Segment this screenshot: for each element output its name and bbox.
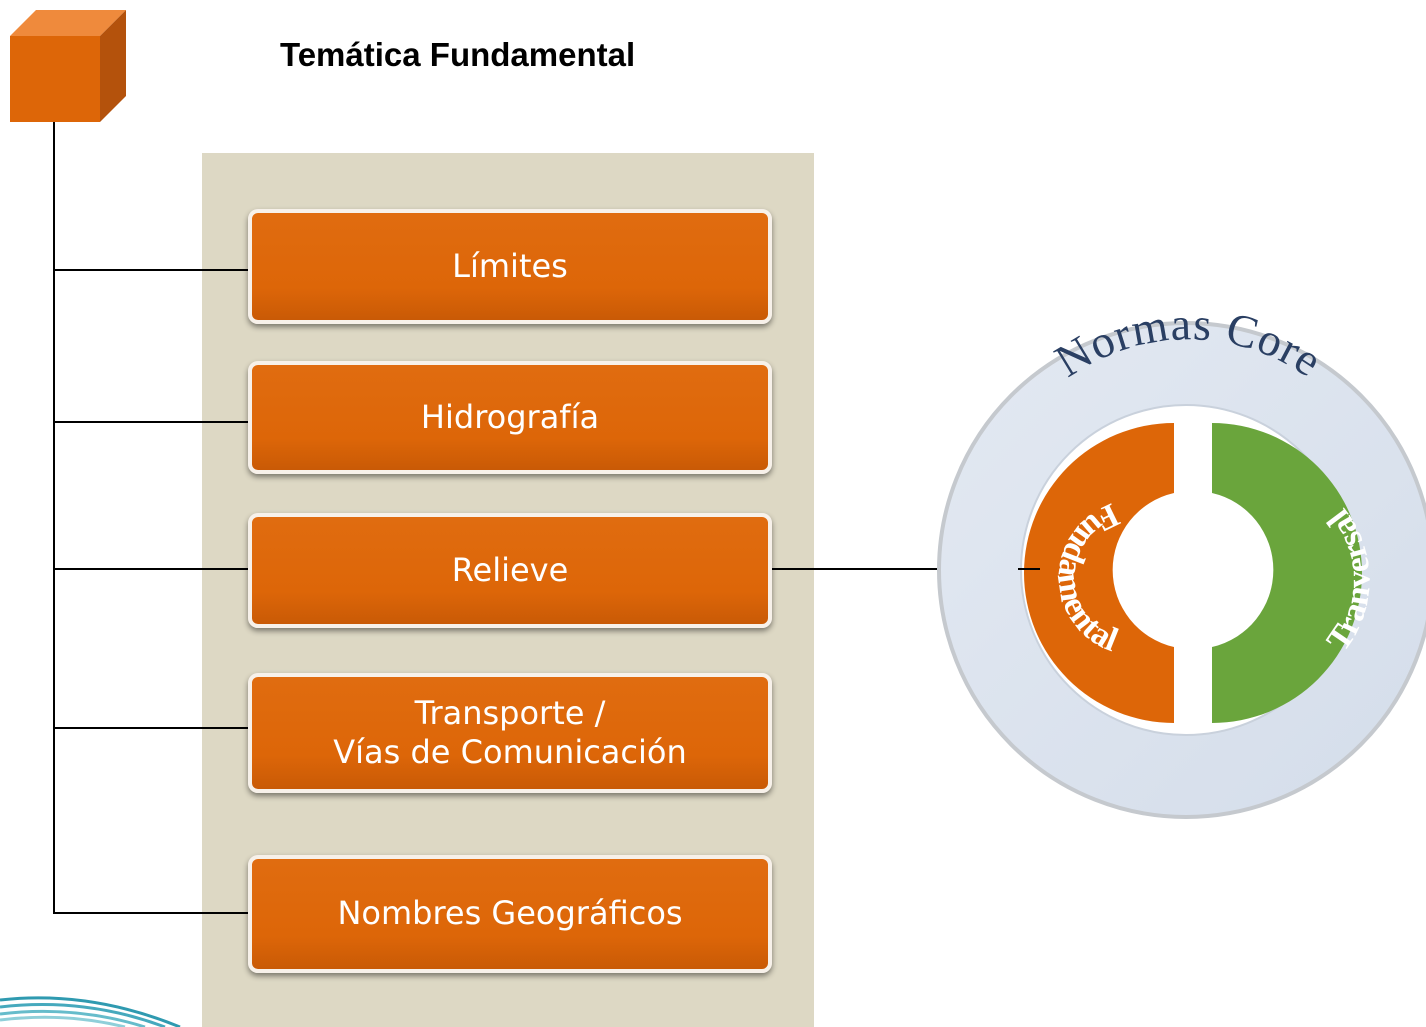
connector-hidrografia (53, 421, 250, 423)
topic-label: Relieve (451, 550, 569, 589)
topic-label: Nombres Geográficos (337, 894, 683, 933)
cube-icon (10, 10, 126, 122)
topic-box-relieve: Relieve (248, 513, 772, 628)
topic-label-line2: Vías de Comunicación (333, 733, 687, 771)
connector-limites (53, 269, 250, 271)
topic-box-nombres: Nombres Geográficos (248, 855, 772, 973)
connector-nombres (53, 912, 250, 914)
diagram-title: Temática Fundamental (280, 36, 636, 73)
topic-label: Límites (452, 246, 568, 285)
connector-relieve-core (770, 568, 944, 570)
connector-relieve (53, 568, 250, 570)
fundamental-arc (1024, 423, 1174, 723)
connector-transporte (53, 727, 250, 729)
tree-trunk-line (53, 122, 55, 914)
tranversal-arc (1212, 423, 1362, 723)
topic-label-line1: Transporte / (414, 693, 606, 732)
topic-box-limites: Límites (248, 209, 772, 324)
topic-box-hidrografia: Hidrografía (248, 361, 772, 474)
topic-label: Hidrografía (420, 397, 600, 436)
topic-box-transporte: Transporte / Vías de Comunicación (248, 673, 772, 793)
